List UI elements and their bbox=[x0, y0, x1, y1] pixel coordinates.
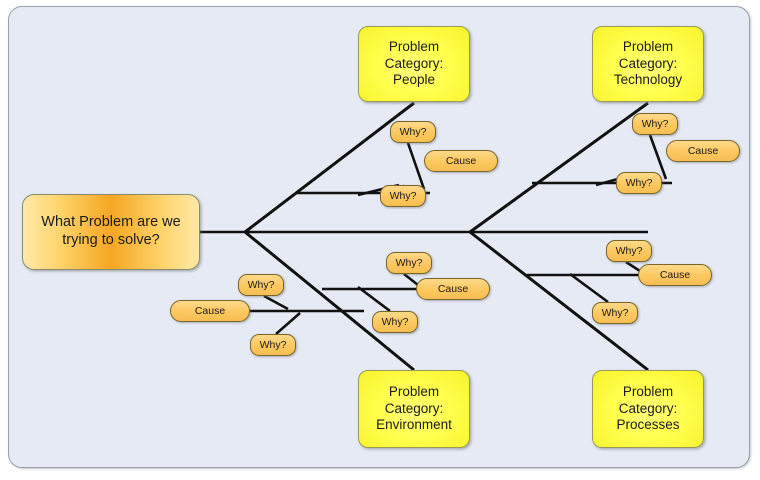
rib-people bbox=[244, 101, 415, 234]
stem-processes-why-2 bbox=[569, 272, 609, 304]
rib-technology bbox=[469, 101, 649, 234]
stem-environment-why-1 bbox=[403, 272, 419, 287]
problem-statement-box[interactable]: What Problem are we trying to solve? bbox=[22, 194, 200, 270]
why-bubble-people-2[interactable]: Why? bbox=[380, 185, 426, 207]
category-box-processes[interactable]: Problem Category: Processes bbox=[592, 370, 704, 448]
why-bubble-technology-1[interactable]: Why? bbox=[632, 113, 678, 135]
why-bubble-processes-2[interactable]: Why? bbox=[592, 302, 638, 324]
category-box-technology[interactable]: Problem Category: Technology bbox=[592, 26, 704, 102]
why-bubble-environment-2[interactable]: Why? bbox=[372, 311, 418, 333]
category-box-environment[interactable]: Problem Category: Environment bbox=[358, 370, 470, 448]
why-bubble-environment-4[interactable]: Why? bbox=[250, 334, 296, 356]
stem-environment-why-4 bbox=[275, 312, 301, 335]
stem-environment-why-3 bbox=[263, 294, 289, 311]
cause-bubble-people-1[interactable]: Cause bbox=[424, 150, 498, 172]
stem-people-why-1 bbox=[406, 142, 426, 190]
why-bubble-technology-2[interactable]: Why? bbox=[616, 172, 662, 194]
cause-bubble-environment-1[interactable]: Cause bbox=[416, 278, 490, 300]
why-bubble-environment-1[interactable]: Why? bbox=[386, 252, 432, 274]
cause-bubble-environment-2[interactable]: Cause bbox=[170, 300, 250, 322]
cause-bubble-technology-1[interactable]: Cause bbox=[666, 140, 740, 162]
category-box-people[interactable]: Problem Category: People bbox=[358, 26, 470, 102]
stem-environment-why-2 bbox=[357, 285, 391, 313]
why-bubble-processes-1[interactable]: Why? bbox=[606, 240, 652, 262]
cause-bubble-processes-1[interactable]: Cause bbox=[638, 264, 712, 286]
why-bubble-environment-3[interactable]: Why? bbox=[238, 274, 284, 296]
why-bubble-people-1[interactable]: Why? bbox=[390, 121, 436, 143]
stem-processes-why-1 bbox=[625, 260, 641, 273]
